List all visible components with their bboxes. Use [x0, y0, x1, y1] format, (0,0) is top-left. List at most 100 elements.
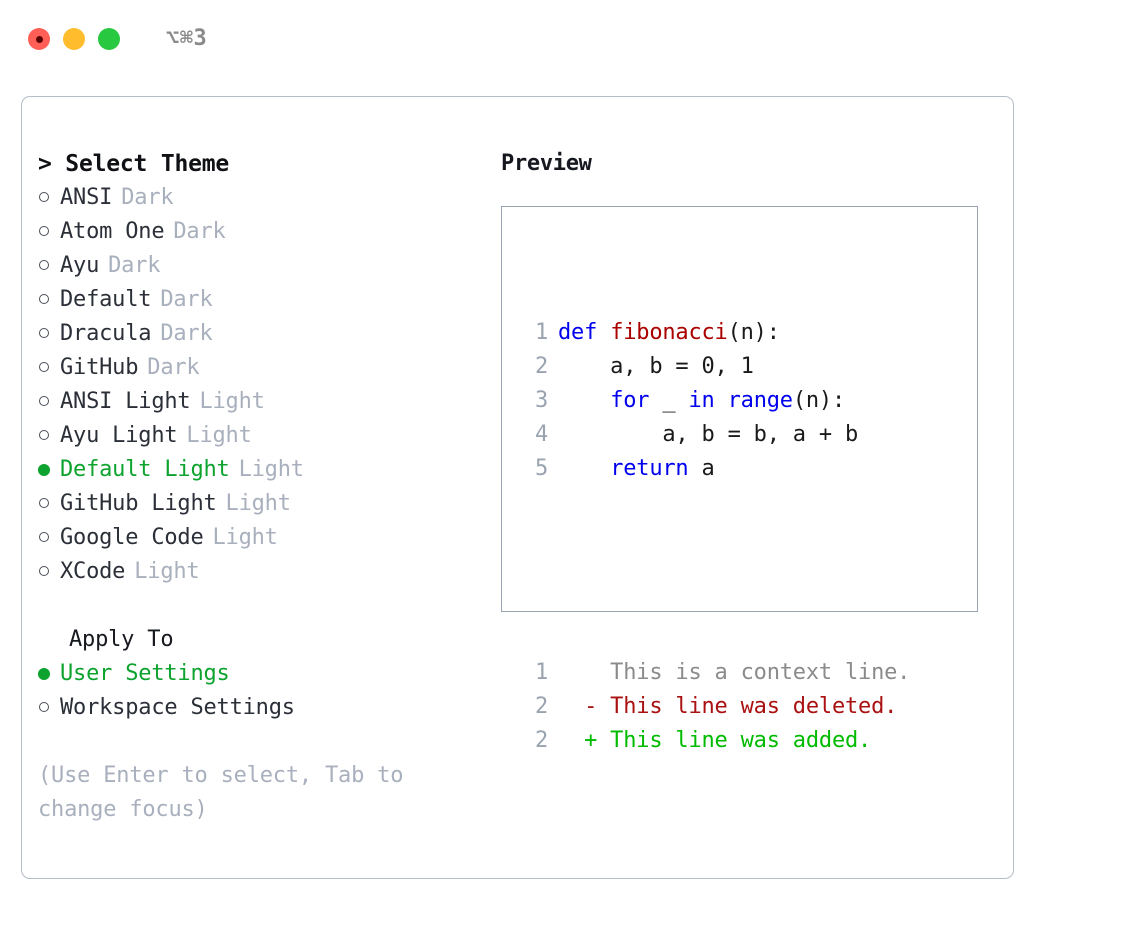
code-line-text: return a — [548, 452, 715, 486]
radio-unselected-icon — [38, 385, 60, 419]
theme-option-github[interactable]: GitHub Dark — [38, 351, 488, 385]
code-token-plain — [558, 388, 610, 413]
code-token-kw: def — [558, 320, 611, 345]
theme-option-label: GitHub Light — [60, 491, 217, 516]
line-number: 4 — [534, 422, 548, 447]
radio-unselected-icon — [38, 351, 60, 385]
line-number: 2 — [534, 728, 548, 753]
theme-option-atom-one[interactable]: Atom One Dark — [38, 215, 488, 249]
line-number: 2 — [534, 354, 548, 379]
code-token-plain: (n): — [792, 388, 846, 413]
theme-option-ayu[interactable]: Ayu Dark — [38, 249, 488, 283]
theme-option-category: Light — [199, 389, 265, 414]
radio-unselected-icon — [38, 419, 60, 453]
code-line: 5 return a — [519, 452, 910, 486]
radio-unselected-icon — [38, 283, 60, 317]
theme-option-label: Ayu — [60, 253, 100, 278]
select-theme-header: > Select Theme — [38, 151, 230, 177]
code-token-plain: (n): — [727, 320, 780, 345]
diff-line-text: - This line was deleted. — [558, 694, 898, 719]
radio-unselected-icon — [38, 181, 60, 215]
code-token-plain — [715, 388, 728, 413]
apply-to-option-workspace-settings[interactable]: Workspace Settings — [38, 691, 488, 725]
radio-unselected-icon — [38, 317, 60, 351]
code-line-text: def fibonacci(n): — [548, 316, 780, 350]
code-token-kw: return — [610, 456, 689, 481]
theme-option-category: Light — [238, 457, 304, 482]
code-token-plain: _ — [649, 388, 689, 413]
theme-option-category: Dark — [160, 287, 213, 312]
code-line-text: a, b = b, a + b — [548, 418, 858, 452]
theme-option-category: Dark — [173, 219, 226, 244]
diff-line-deleted: 2 - This line was deleted. — [519, 690, 910, 724]
list-spacer — [38, 589, 488, 623]
theme-option-category: Dark — [147, 355, 200, 380]
theme-option-category: Light — [225, 491, 291, 516]
code-line: 3 for _ in range(n): — [519, 384, 910, 418]
theme-option-ayu-light[interactable]: Ayu Light Light — [38, 419, 488, 453]
radio-unselected-icon — [38, 691, 60, 725]
code-token-plain: a — [688, 456, 715, 481]
minimize-button[interactable] — [63, 28, 85, 50]
radio-unselected-icon — [38, 249, 60, 283]
maximize-button[interactable] — [98, 28, 120, 50]
theme-option-ansi-light[interactable]: ANSI Light Light — [38, 385, 488, 419]
theme-option-github-light[interactable]: GitHub Light Light — [38, 487, 488, 521]
theme-option-default-light[interactable]: Default Light Light — [38, 453, 488, 487]
code-token-kw: range — [727, 388, 793, 413]
theme-option-google-code[interactable]: Google Code Light — [38, 521, 488, 555]
apply-to-option-label: Workspace Settings — [60, 695, 295, 720]
theme-option-category: Dark — [108, 253, 161, 278]
diff-block: 1 This is a context line.2 - This line w… — [519, 656, 910, 758]
preview-header: Preview — [501, 151, 592, 176]
theme-option-label: Default Light — [60, 457, 230, 482]
theme-option-label: Ayu Light — [60, 423, 178, 448]
code-line: 2 a, b = 0, 1 — [519, 350, 910, 384]
apply-to-option-user-settings[interactable]: User Settings — [38, 657, 488, 691]
theme-option-label: Atom One — [60, 219, 165, 244]
theme-option-default[interactable]: Default Dark — [38, 283, 488, 317]
theme-option-label: ANSI Light — [60, 389, 191, 414]
code-token-plain: a, b = b, a + b — [558, 422, 859, 447]
theme-option-category: Light — [186, 423, 252, 448]
radio-unselected-icon — [38, 521, 60, 555]
code-blank-line — [519, 554, 910, 588]
radio-unselected-icon — [38, 487, 60, 521]
theme-option-category: Dark — [160, 321, 213, 346]
code-token-fn: fibonacci — [610, 320, 728, 345]
code-line: 4 a, b = b, a + b — [519, 418, 910, 452]
theme-option-label: XCode — [60, 559, 126, 584]
line-number: 3 — [534, 388, 548, 413]
code-token-kw: for — [610, 388, 650, 413]
radio-unselected-icon — [38, 555, 60, 589]
code-token-kw: in — [688, 388, 715, 413]
code-token-plain: a, b = 0, 1 — [558, 354, 754, 379]
theme-option-category: Light — [212, 525, 278, 550]
apply-to-header: Apply To — [69, 627, 174, 652]
line-number: 2 — [534, 694, 548, 719]
diff-line-text: This is a context line. — [558, 660, 911, 685]
keyboard-hint-text: (Use Enter to select, Tab to change focu… — [38, 763, 404, 822]
theme-option-label: Google Code — [60, 525, 204, 550]
theme-option-label: Dracula — [60, 321, 152, 346]
code-line-text: a, b = 0, 1 — [548, 350, 754, 384]
line-number: 5 — [534, 456, 548, 481]
theme-option-label: GitHub — [60, 355, 139, 380]
radio-unselected-icon — [38, 215, 60, 249]
theme-option-label: Default — [60, 287, 152, 312]
line-number: 1 — [534, 320, 548, 345]
diff-line-text: + This line was added. — [558, 728, 872, 753]
theme-option-dracula[interactable]: Dracula Dark — [38, 317, 488, 351]
title-bar: ⌥⌘3 — [0, 0, 1140, 78]
close-button[interactable] — [28, 28, 50, 50]
